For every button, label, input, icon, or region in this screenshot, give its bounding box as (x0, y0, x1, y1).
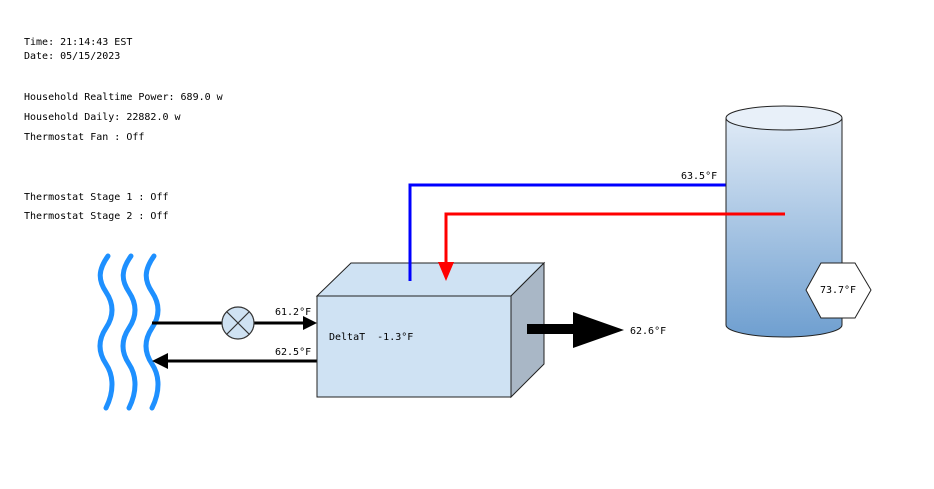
air-out-arrow (527, 312, 624, 348)
daily-energy-label: Household Daily: 22882.0 w (24, 112, 181, 123)
ground-out-temp: 62.5°F (275, 347, 311, 358)
date-label: Date: 05/15/2023 (24, 51, 121, 62)
delta-t-label: DeltaT -1.3°F (329, 332, 413, 343)
thermostat-stage2-label: Thermostat Stage 2 : Off (24, 211, 169, 222)
tank-supply-temp: 63.5°F (681, 171, 717, 182)
hot-return-line (444, 212, 785, 265)
ground-in-temp: 61.2°F (275, 307, 311, 318)
hot-return-arrowhead (438, 262, 454, 281)
thermostat-fan-label: Thermostat Fan : Off (24, 132, 145, 143)
heat-pump-box (315, 261, 546, 399)
tank-temp-hexagon (805, 262, 872, 319)
ground-supply-arrowhead (303, 316, 317, 330)
air-out-temp: 62.6°F (630, 326, 666, 337)
cold-supply-line (408, 183, 771, 281)
ground-return-arrowhead (152, 353, 168, 369)
valve-icon (221, 306, 255, 340)
thermostat-stage1-label: Thermostat Stage 1 : Off (24, 192, 169, 203)
tank-temp: 73.7°F (820, 285, 856, 296)
time-label: Time: 21:14:43 EST (24, 37, 133, 48)
realtime-power-label: Household Realtime Power: 689.0 w (24, 92, 223, 103)
ground-waves-icon (97, 253, 161, 411)
